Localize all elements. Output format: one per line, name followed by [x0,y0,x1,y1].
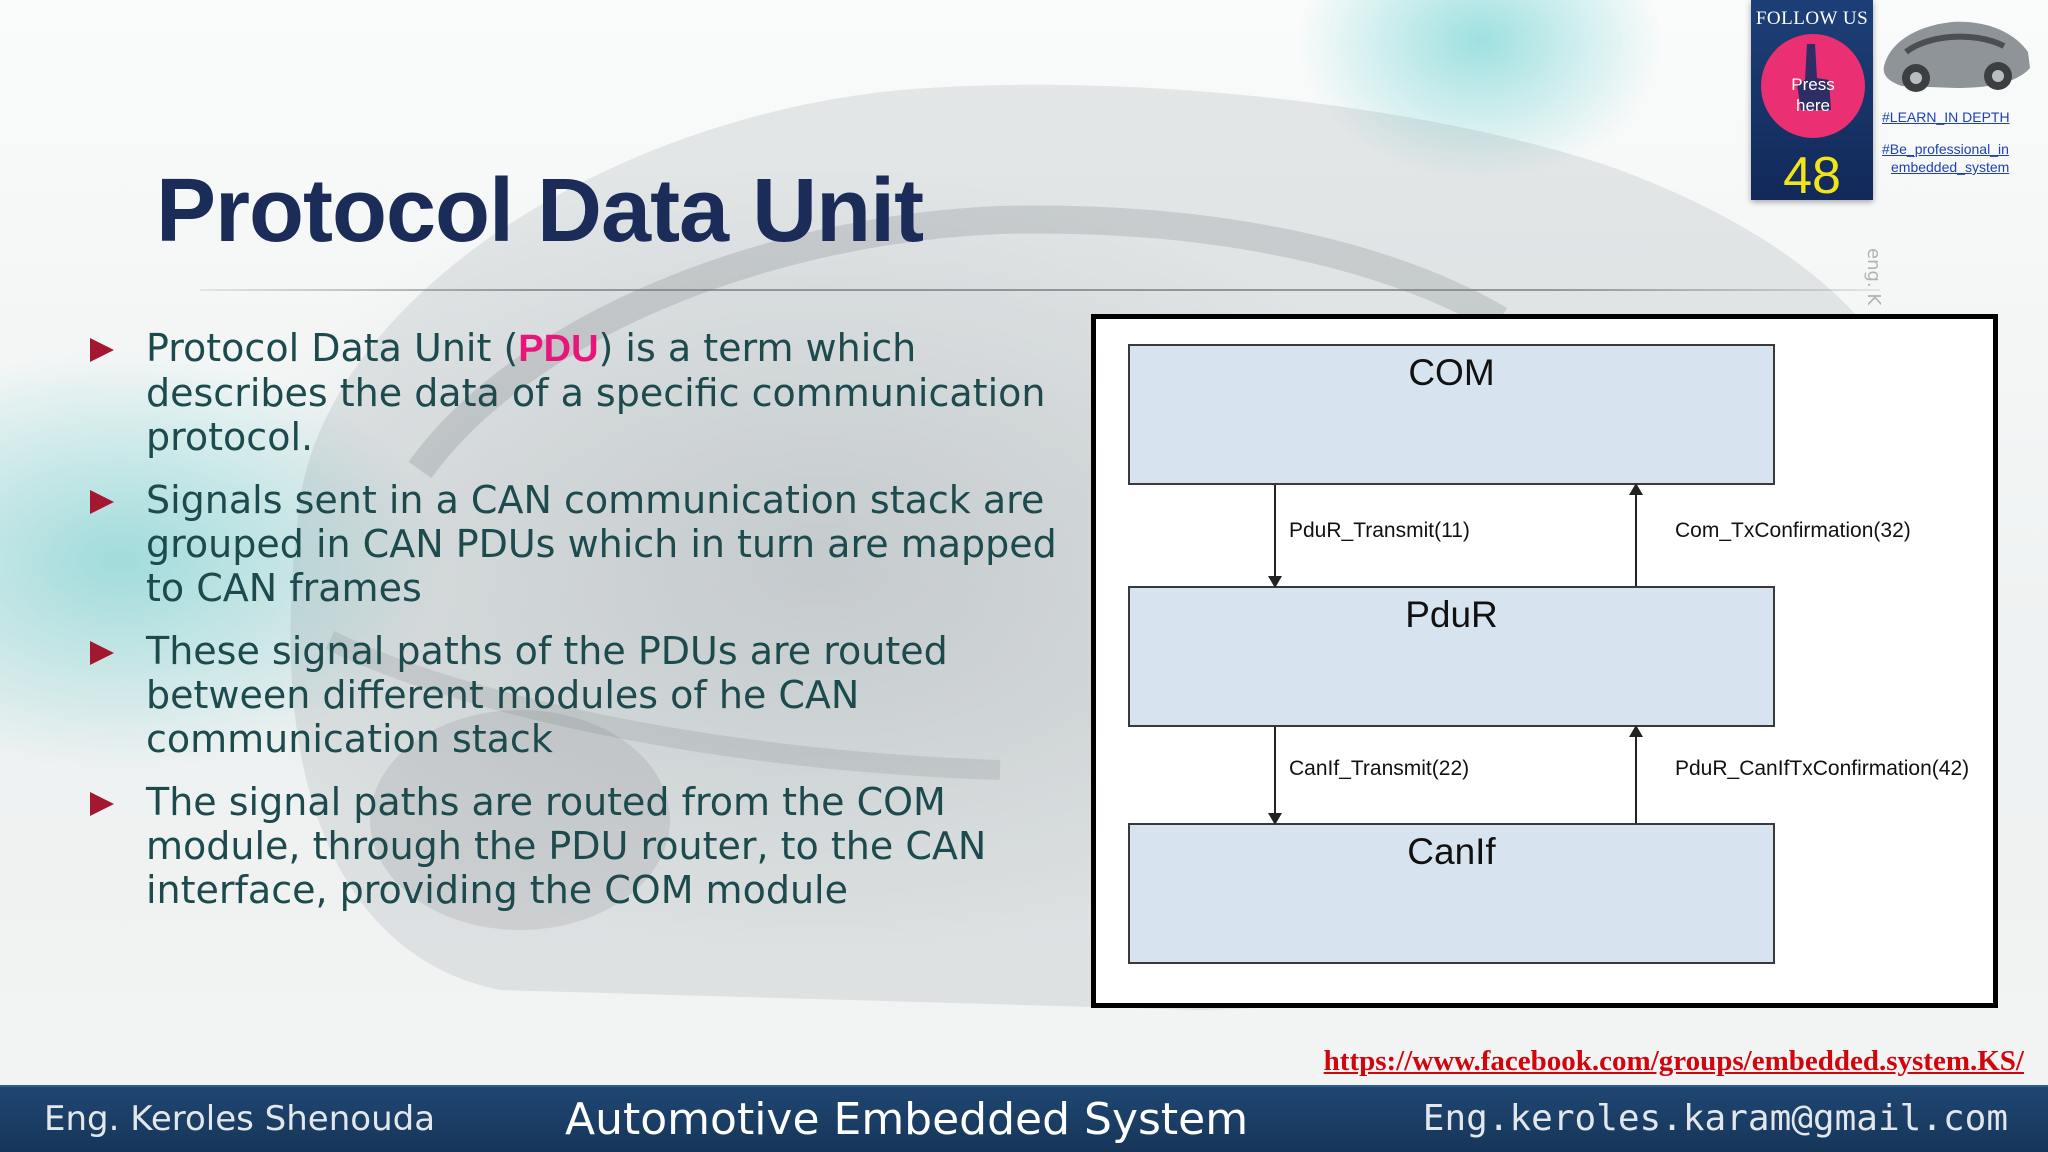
bullet-text: These signal paths of the PDUs are route… [146,629,948,761]
be-professional-tag-line2[interactable]: embedded_system [1891,159,2010,175]
slide-number: 48 [1783,147,1841,205]
bullet-text-after: ) is a term which describes the data of … [146,326,1046,459]
transmit-arrow-down [1268,727,1282,825]
pdu-highlight: PDU [518,328,599,370]
com-module-label: COM [1408,352,1495,393]
pdur-transmit-label: PduR_Transmit(11) [1289,519,1470,542]
confirmation-arrow-up [1629,483,1643,586]
title-divider [200,289,1880,291]
side-watermark: eng. K [1863,248,1884,306]
bullet-item: The signal paths are routed from the COM… [88,780,1078,912]
press-line-1: Press [1791,75,1835,94]
pdu-routing-diagram: COM PduR CanIf PduR_Transmit(11) Com_TxC… [1091,314,1998,1008]
canif-transmit-label: CanIf_Transmit(22) [1289,757,1470,780]
follow-us-label: FOLLOW US [1755,8,1869,29]
canif-module-box: CanIf [1128,823,1775,964]
pdur-module-label: PduR [1405,594,1498,635]
press-here-text: Press here [1761,74,1865,116]
slide-title: Protocol Data Unit [156,161,924,261]
bullet-item: These signal paths of the PDUs are route… [88,629,1078,761]
footer-email[interactable]: Eng.keroles.karam@gmail.com [1422,1098,2008,1139]
bullet-triangle-icon [90,338,114,362]
bullet-list: Protocol Data Unit (PDU) is a term which… [88,326,1078,931]
press-here-button[interactable]: Press here [1761,34,1865,138]
pdur-module-box: PduR [1128,586,1775,727]
car-thumbnail-icon [1883,21,2030,92]
facebook-group-link[interactable]: https://www.facebook.com/groups/embedded… [1323,1045,2024,1077]
footer-course-title: Automotive Embedded System [565,1094,1249,1145]
pdur-canif-txconfirmation-label: PduR_CanIfTxConfirmation(42) [1675,757,1970,780]
bullet-triangle-icon [90,792,114,816]
footer-bar: Eng. Keroles Shenouda Automotive Embedde… [0,1085,2048,1152]
hand-pointer-icon [1797,44,1831,110]
be-professional-tag-line1[interactable]: #Be_professional_in [1882,141,2009,157]
footer-author: Eng. Keroles Shenouda [44,1099,436,1139]
bullet-triangle-icon [90,641,114,665]
bullet-item: Signals sent in a CAN communication stac… [88,478,1078,610]
bullet-item: Protocol Data Unit (PDU) is a term which… [88,326,1078,459]
bullet-triangle-icon [90,490,114,514]
confirmation-arrow-up [1629,725,1643,823]
bullet-text-before: Protocol Data Unit ( [146,326,519,370]
com-txconfirmation-label: Com_TxConfirmation(32) [1675,519,1911,542]
follow-us-badge[interactable]: FOLLOW US Press here 48 [1751,0,1873,205]
transmit-arrow-down [1268,485,1282,588]
bullet-text: The signal paths are routed from the COM… [146,780,987,912]
learn-in-depth-tag[interactable]: #LEARN_IN DEPTH [1882,109,2010,125]
bullet-text: Signals sent in a CAN communication stac… [146,478,1057,610]
canif-module-label: CanIf [1407,831,1496,872]
com-module-box: COM [1128,344,1775,485]
press-line-2: here [1795,96,1831,115]
